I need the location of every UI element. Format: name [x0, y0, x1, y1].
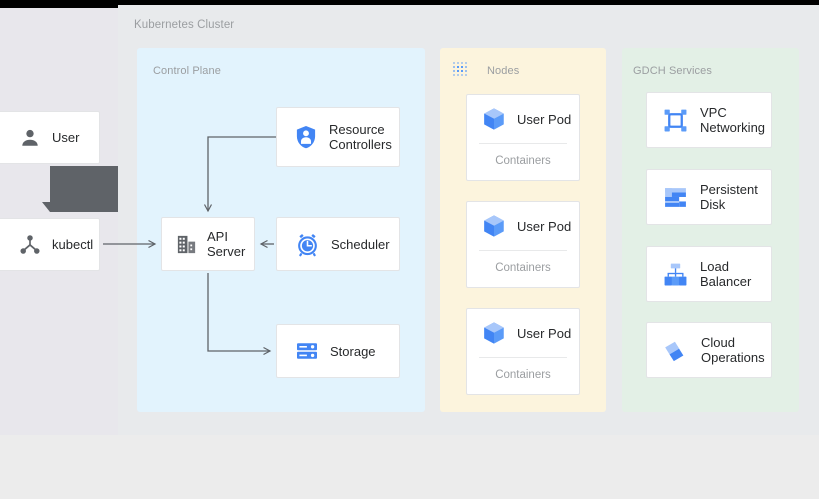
vpc-networking-icon [663, 108, 688, 133]
cube-icon [481, 320, 507, 346]
group-gdch-label: GDCH Services [633, 65, 712, 77]
divider [479, 250, 567, 251]
card-cloud-operations-label: Cloud Operations [701, 335, 765, 365]
card-vpc-networking-label: VPC Networking [700, 105, 766, 135]
person-icon [19, 127, 41, 149]
cluster-title: Kubernetes Cluster [134, 19, 235, 31]
server-building-icon [175, 233, 198, 256]
node-hierarchy-icon [19, 234, 41, 256]
card-kubectl-label: kubectl [52, 237, 94, 252]
card-scheduler-label: Scheduler [331, 236, 390, 252]
cube-icon [481, 106, 507, 132]
card-api-server[interactable]: API Server [161, 217, 255, 271]
top-bar-left [0, 0, 118, 8]
card-api-server-label: API Server [207, 229, 246, 259]
card-user-pod-label: User Pod [517, 111, 572, 127]
card-resource-controllers[interactable]: Resource Controllers [276, 107, 400, 167]
tooltip-arrow [42, 202, 50, 212]
card-user-pod[interactable]: User Pod Containers [466, 308, 580, 395]
top-bar-right [118, 0, 819, 5]
card-persistent-disk[interactable]: Persistent Disk [646, 169, 772, 225]
divider [479, 357, 567, 358]
storage-rack-icon [295, 339, 319, 363]
card-resource-controllers-label: Resource Controllers [329, 122, 392, 152]
cloud-operations-icon [663, 337, 689, 363]
card-persistent-disk-label: Persistent Disk [700, 182, 758, 212]
card-vpc-networking[interactable]: VPC Networking [646, 92, 772, 148]
card-load-balancer-label: Load Balancer [700, 259, 752, 289]
card-user-pod[interactable]: User Pod Containers [466, 94, 580, 181]
card-user-pod[interactable]: User Pod Containers [466, 201, 580, 288]
card-load-balancer[interactable]: Load Balancer [646, 246, 772, 302]
card-user-label: User [52, 130, 80, 145]
group-control-plane-label: Control Plane [153, 65, 221, 77]
shield-person-icon [293, 124, 319, 150]
card-storage-label: Storage [330, 343, 376, 359]
cube-icon [481, 213, 507, 239]
card-user-pod-label: User Pod [517, 218, 572, 234]
card-user-pod-sublabel: Containers [495, 369, 551, 381]
load-balancer-icon [663, 262, 688, 287]
card-storage[interactable]: Storage [276, 324, 400, 378]
persistent-disk-icon [663, 185, 688, 210]
alarm-clock-icon [295, 232, 320, 257]
card-user-pod-sublabel: Containers [495, 262, 551, 274]
card-user[interactable]: User [0, 111, 100, 164]
card-kubectl[interactable]: kubectl [0, 218, 100, 271]
card-scheduler[interactable]: Scheduler [276, 217, 400, 271]
divider [479, 143, 567, 144]
card-user-pod-sublabel: Containers [495, 155, 551, 167]
tooltip-callout [42, 166, 118, 212]
card-user-pod-label: User Pod [517, 325, 572, 341]
card-cloud-operations[interactable]: Cloud Operations [646, 322, 772, 378]
dotted-grid-icon [452, 61, 469, 78]
group-nodes-label: Nodes [487, 65, 520, 77]
